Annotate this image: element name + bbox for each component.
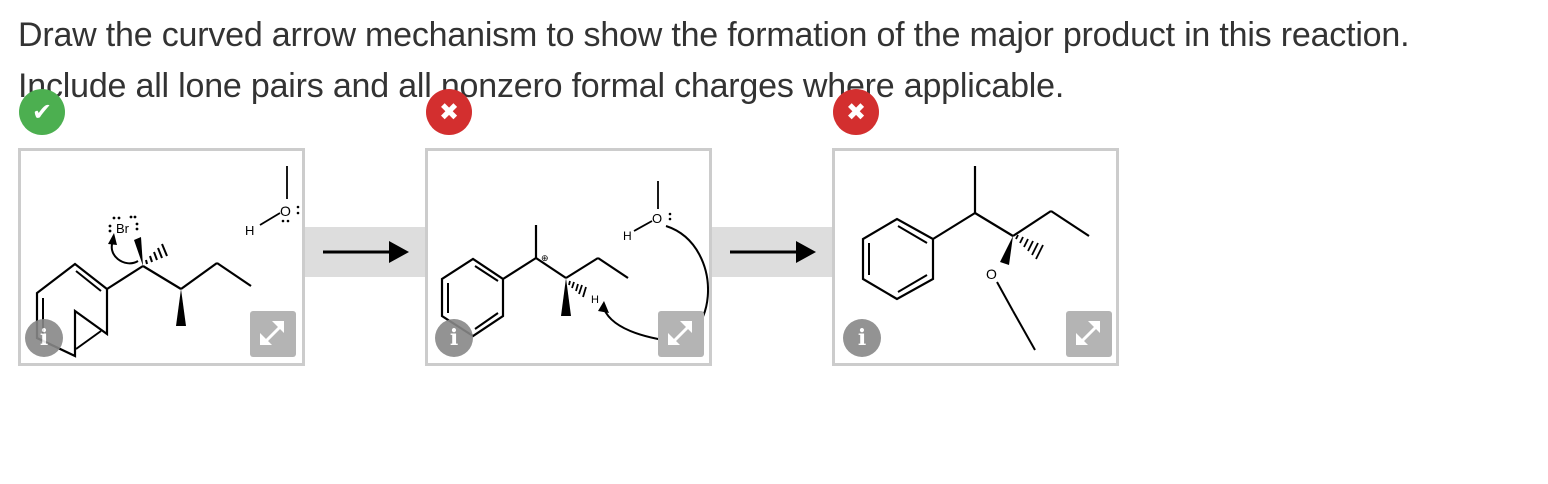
question-line-2: Include all lone pairs and all nonzero f… [18, 67, 1065, 105]
mechanism-step-3-panel[interactable]: O i [832, 148, 1119, 366]
question-text: Draw the curved arrow mechanism to show … [18, 10, 1528, 112]
expand-icon[interactable] [1066, 311, 1112, 357]
check-icon: ✔ [31, 98, 53, 126]
status-badge-correct: ✔ [19, 89, 65, 135]
carbocation-charge: ⊕ [541, 253, 549, 263]
migrating-hydrogen[interactable]: H [591, 294, 599, 306]
reaction-arrow-connector-1 [305, 227, 425, 277]
water-hydrogen: H [245, 223, 254, 238]
status-badge-incorrect: ✖ [833, 89, 879, 135]
x-icon: ✖ [845, 98, 867, 126]
reaction-arrow-icon [730, 241, 816, 263]
x-icon: ✖ [438, 98, 460, 126]
mechanism-step-2-panel[interactable]: ⊕ H O H i [425, 148, 712, 366]
step-1-structure[interactable]: Br O H [21, 151, 302, 363]
mechanism-step-1-panel[interactable]: Br O H i [18, 148, 305, 366]
benzene-ring [35, 262, 109, 358]
status-badge-incorrect: ✖ [426, 89, 472, 135]
info-icon[interactable]: i [25, 319, 63, 357]
step-3-structure[interactable]: O [835, 151, 1116, 363]
question-line-1: Draw the curved arrow mechanism to show … [18, 16, 1410, 54]
benzene-ring [861, 217, 935, 301]
water-hydrogen: H [623, 229, 632, 243]
water-oxygen[interactable]: O [652, 211, 662, 226]
benzene-ring [440, 257, 505, 338]
bromine-atom[interactable]: Br [116, 221, 130, 236]
expand-icon[interactable] [250, 311, 296, 357]
water-oxygen[interactable]: O [280, 203, 291, 219]
info-icon[interactable]: i [435, 319, 473, 357]
expand-icon[interactable] [658, 311, 704, 357]
reaction-arrow-icon [323, 241, 409, 263]
info-icon[interactable]: i [843, 319, 881, 357]
reaction-arrow-connector-2 [712, 227, 832, 277]
ether-oxygen[interactable]: O [986, 266, 997, 282]
